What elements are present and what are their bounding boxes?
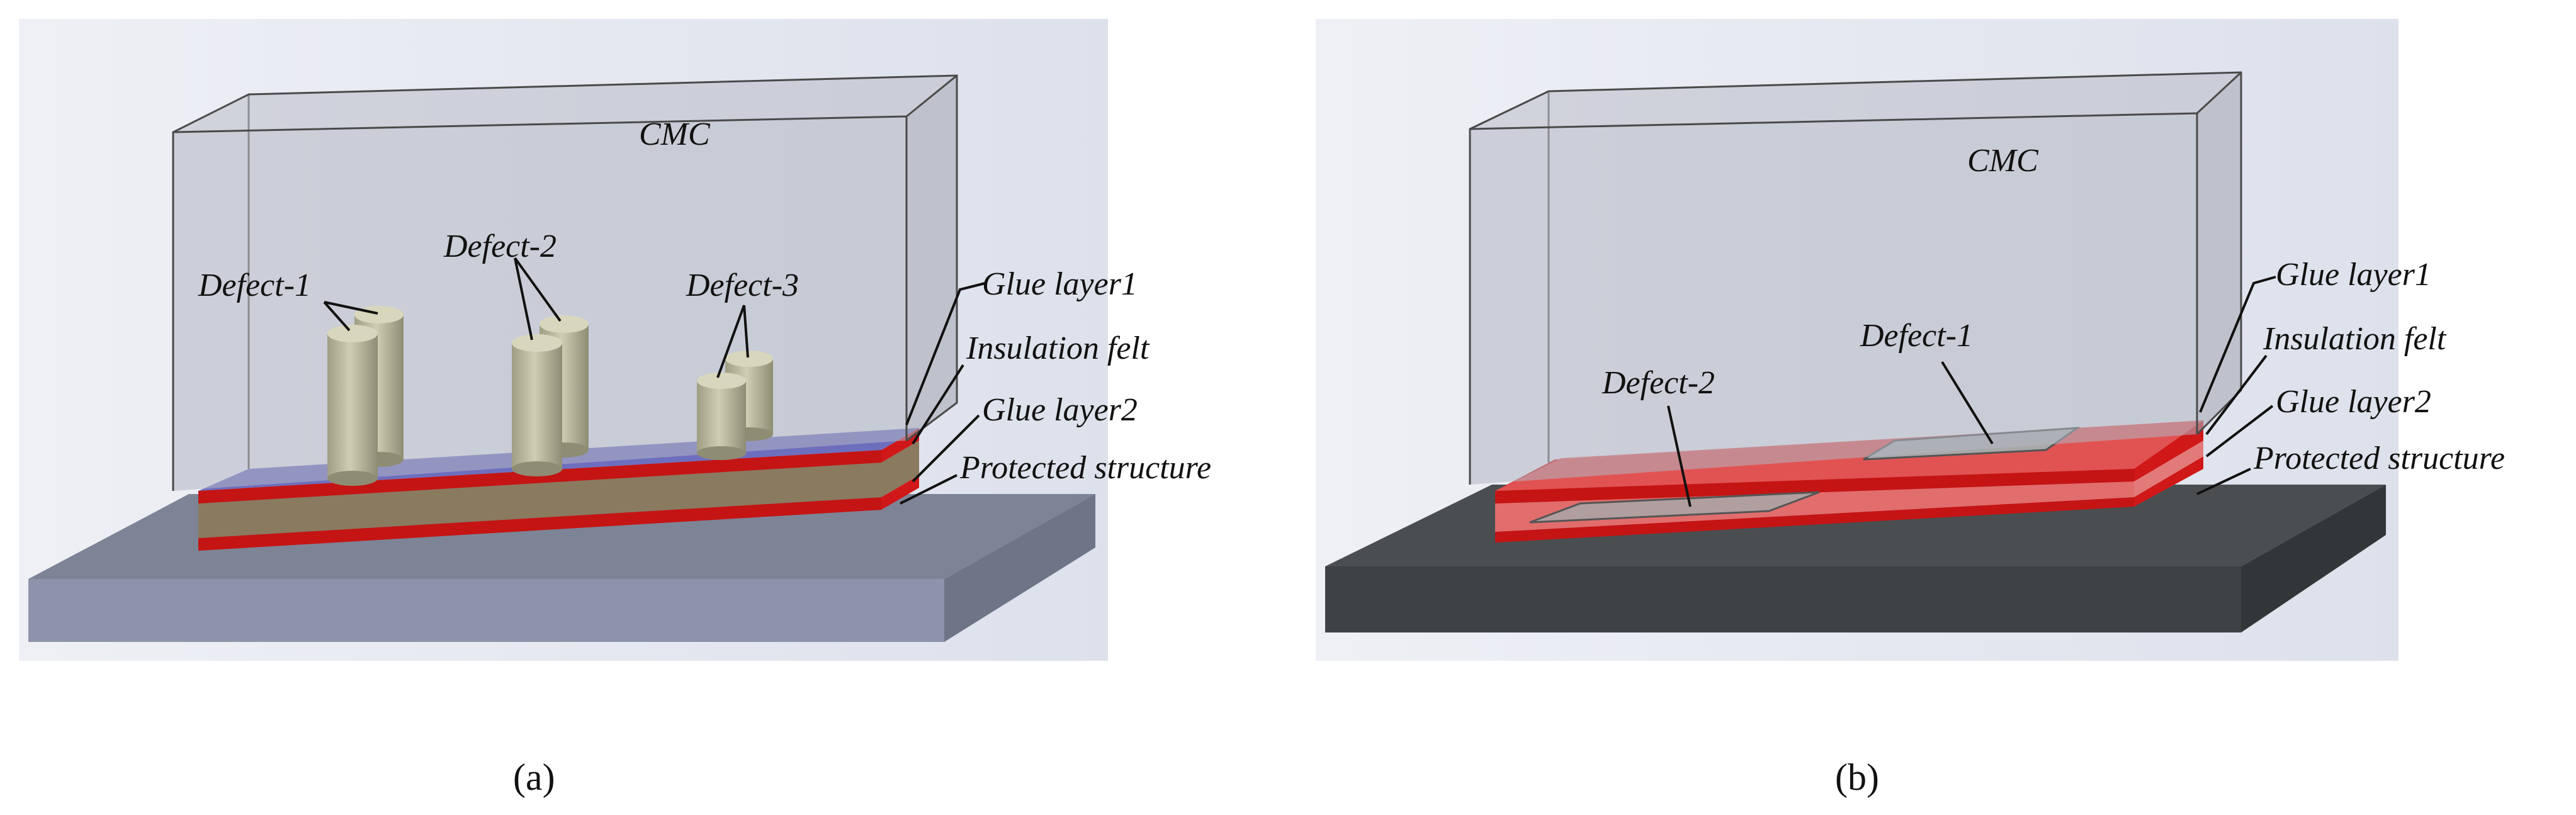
label-defect-2-a: Defect-2 xyxy=(443,228,556,264)
label-cmc-b: CMC xyxy=(1967,143,2039,179)
label-glue-layer1-a: Glue layer1 xyxy=(982,266,1138,302)
leaders-b xyxy=(1667,276,2276,507)
cylinder-2a xyxy=(512,334,562,476)
label-insulation-felt-a: Insulation felt xyxy=(966,330,1150,366)
label-defect-1-a: Defect-1 xyxy=(198,267,311,303)
defect-2-patch-b xyxy=(1529,491,1820,524)
label-glue-layer2-b: Glue layer2 xyxy=(2276,384,2431,420)
label-protected-structure-a: Protected structure xyxy=(959,450,1211,486)
label-glue-layer1-b: Glue layer1 xyxy=(2276,257,2431,293)
caption-a: (a) xyxy=(513,756,555,798)
caption-b: (b) xyxy=(1835,756,1879,798)
label-defect-3-a: Defect-3 xyxy=(686,267,799,303)
cylinder-1a xyxy=(327,325,378,486)
leaders-a xyxy=(323,257,986,505)
label-protected-structure-b: Protected structure xyxy=(2253,441,2505,476)
label-insulation-felt-b: Insulation felt xyxy=(2262,321,2447,357)
label-defect-1-b: Defect-1 xyxy=(1860,318,1973,354)
cylinder-3a xyxy=(697,373,746,460)
defect-cylinders-a xyxy=(327,306,773,486)
cmc-box-b xyxy=(1469,71,2242,485)
label-glue-layer2-a: Glue layer2 xyxy=(982,392,1138,428)
panel-b: CMC Defect-1 Defect-2 Glue layer1 Insula… xyxy=(1316,19,2505,798)
label-cmc-a: CMC xyxy=(639,116,711,152)
panel-a: CMC Defect-1 Defect-2 Defect-3 Glue laye… xyxy=(19,19,1211,798)
label-defect-2-b: Defect-2 xyxy=(1602,365,1715,401)
